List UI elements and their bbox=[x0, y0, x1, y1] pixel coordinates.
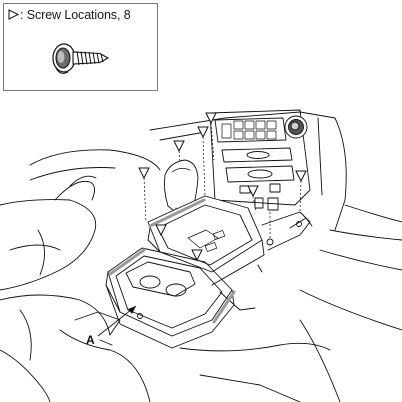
legend-box: : Screw Locations, 8 bbox=[3, 3, 158, 91]
console-tray bbox=[105, 247, 235, 349]
center-stack bbox=[209, 109, 311, 206]
console-side bbox=[99, 197, 313, 346]
trim-shading bbox=[108, 198, 236, 324]
screw-marker-icon bbox=[247, 185, 259, 198]
screw-marker-icon bbox=[155, 224, 167, 237]
legend-caption: : Screw Locations, 8 bbox=[8, 8, 131, 22]
screw-marker-icon bbox=[205, 112, 217, 125]
legend-text: : Screw Locations, 8 bbox=[20, 8, 131, 22]
screw-marker-icon bbox=[138, 167, 150, 180]
screw-marker-icon bbox=[173, 140, 185, 153]
marker-leaders bbox=[143, 122, 302, 240]
screw-icon bbox=[52, 43, 110, 74]
screw-marker-icon bbox=[191, 249, 203, 262]
screw-marker-icon bbox=[197, 126, 209, 139]
screw-marker-icon bbox=[295, 170, 307, 183]
dashboard bbox=[149, 111, 402, 402]
screw-location-markers bbox=[138, 112, 307, 262]
left-seat bbox=[0, 149, 161, 402]
open-triangle-right-icon bbox=[8, 9, 19, 20]
label-a: A bbox=[86, 333, 95, 347]
shift-panel bbox=[147, 195, 265, 286]
leader-line-a bbox=[97, 305, 137, 337]
